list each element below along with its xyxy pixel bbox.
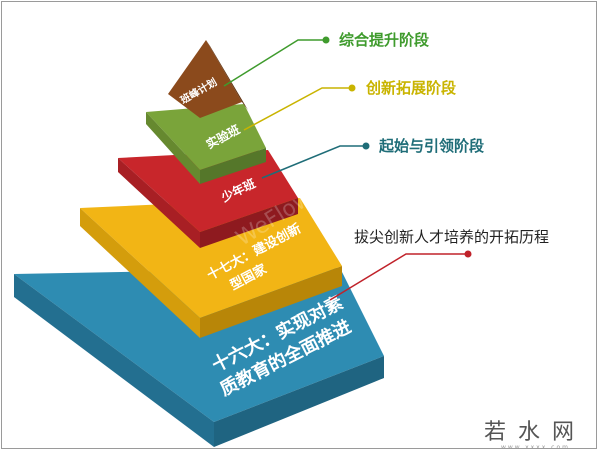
level-2-front — [146, 104, 266, 170]
callout-4-text: 拔尖创新人才培养的开拓历程 — [354, 228, 550, 246]
level-5-front — [14, 268, 384, 422]
callout-dot-2 — [348, 84, 356, 92]
level-4-front — [80, 198, 342, 318]
brand-sub-url: www.xxxx.com — [500, 444, 570, 451]
level-5-leftface — [14, 274, 214, 447]
level-5-side — [214, 356, 384, 447]
level-3-side — [200, 198, 298, 248]
level-3-leftface — [118, 158, 200, 248]
callout-3-text: 起始与引领阶段 — [378, 137, 484, 155]
callout-line-2 — [243, 87, 352, 131]
callout-line-1 — [223, 39, 326, 87]
callout-dot-1 — [322, 36, 330, 44]
level-4-leftface — [80, 208, 200, 338]
callout-line-4 — [329, 253, 468, 301]
callout-1-text: 综合提升阶段 — [339, 31, 429, 49]
level-2-side — [200, 148, 266, 184]
level-4-side — [200, 266, 342, 338]
callout-line-3 — [261, 145, 366, 179]
callout-dot-4 — [464, 250, 472, 258]
level-1-front — [168, 40, 242, 118]
level-1-side — [206, 40, 248, 110]
level-2-leftface — [146, 112, 200, 184]
brand-logo: 若水网 — [483, 420, 586, 445]
callout-2-text: 创新拓展阶段 — [365, 79, 456, 97]
level-3-front — [118, 150, 298, 232]
callout-dot-3 — [362, 142, 370, 150]
